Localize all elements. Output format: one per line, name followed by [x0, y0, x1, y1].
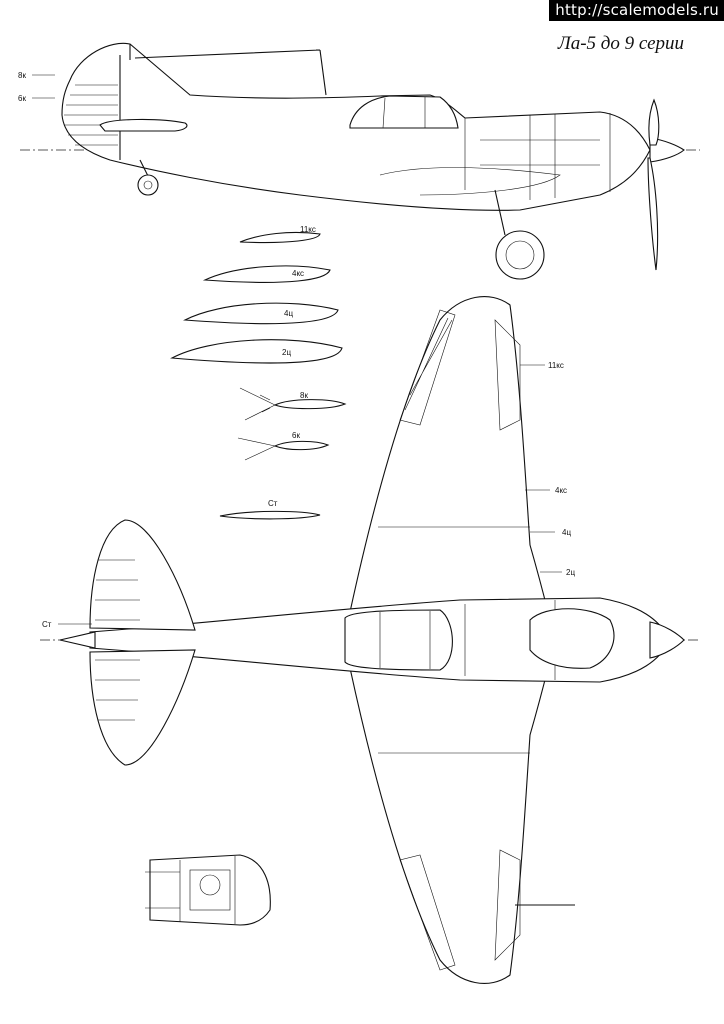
profile-label-11ks: 11кс: [300, 225, 316, 234]
side-label-8k: 8к: [18, 71, 26, 80]
wing-label-2ts: 2ц: [566, 568, 575, 577]
wing-label-4ks: 4кс: [555, 486, 567, 495]
side-label-6k: 6к: [18, 94, 26, 103]
wing-label-11ks: 11кс: [548, 361, 564, 370]
profile-label-4ts: 4ц: [284, 309, 293, 318]
profile-label-2ts: 2ц: [282, 348, 291, 357]
wing-label-4ts: 4ц: [562, 528, 571, 537]
profile-label-st: Ст: [268, 499, 278, 508]
profile-label-8k: 8к: [300, 391, 308, 400]
top-view: 11кс 4кс 4ц 2ц Ст: [40, 296, 700, 984]
profile-label-4ks: 4кс: [292, 269, 304, 278]
side-view: 8к 6к: [18, 42, 700, 280]
cockpit-detail: [145, 854, 271, 926]
drawing-title: Ла-5 до 9 серии: [557, 33, 684, 54]
airfoil-sections: 11кс 4кс 4ц 2ц 8к 6к Ст: [170, 225, 347, 520]
profile-label-6k: 6к: [292, 431, 300, 440]
site-watermark: http://scalemodels.ru: [549, 0, 724, 21]
tail-label-st: Ст: [42, 620, 52, 629]
